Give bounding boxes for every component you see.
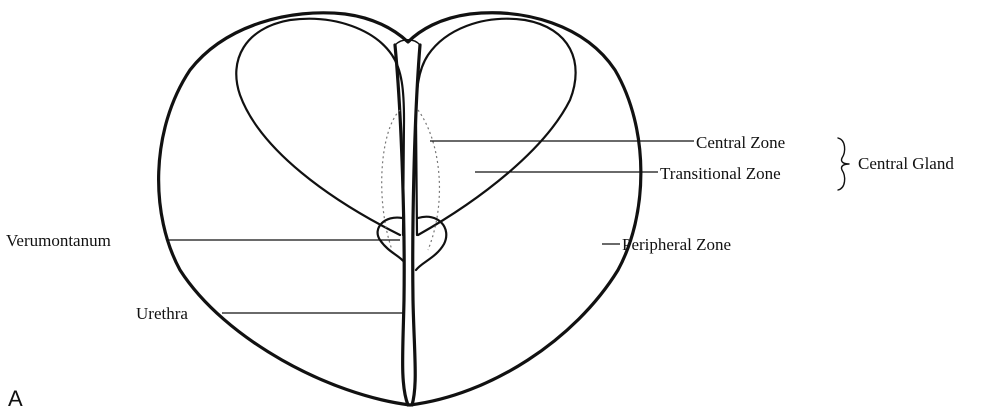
right-transitional-lobe <box>416 19 576 235</box>
central-gland-brace <box>838 138 849 190</box>
left-transitional-lobe <box>236 19 404 235</box>
label-verumontanum: Verumontanum <box>6 232 111 249</box>
label-urethra: Urethra <box>136 305 188 322</box>
label-transitional-zone: Transitional Zone <box>660 165 781 182</box>
label-central-gland: Central Gland <box>858 155 954 172</box>
verumontanum-right <box>416 217 446 270</box>
label-peripheral-zone: Peripheral Zone <box>622 236 731 253</box>
panel-letter: A <box>8 388 23 410</box>
urethra-left-wall <box>395 45 408 405</box>
label-central-zone: Central Zone <box>696 134 785 151</box>
